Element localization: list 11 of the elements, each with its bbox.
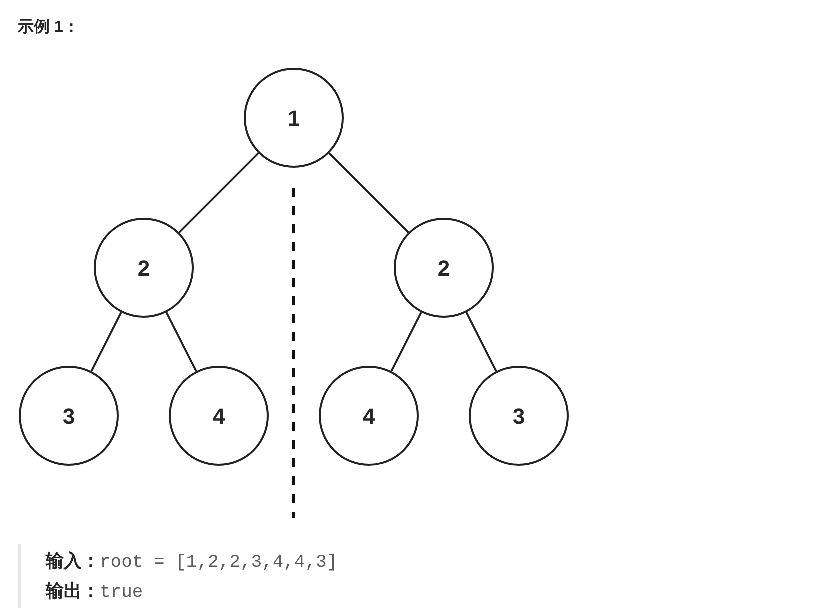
tree-edge xyxy=(328,152,410,234)
tree-edge xyxy=(166,312,198,372)
tree-edge xyxy=(178,152,260,234)
tree-edge xyxy=(390,312,422,372)
code-value: root = [1,2,2,3,4,4,3] xyxy=(100,552,338,575)
code-value: true xyxy=(100,582,144,605)
tree-edge xyxy=(90,312,122,372)
tree-edge xyxy=(466,312,498,372)
example-heading: 示例 1： xyxy=(18,18,80,38)
field-label: 输出： xyxy=(46,580,100,603)
field-label: 输入： xyxy=(46,550,100,573)
